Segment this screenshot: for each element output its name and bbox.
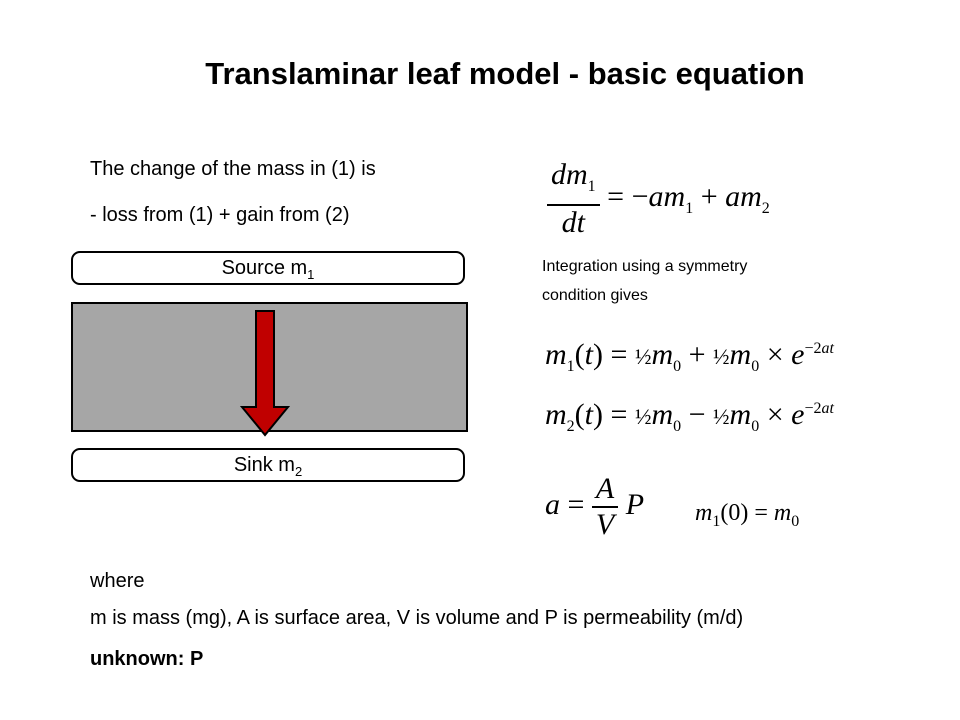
- sink-subscript: 2: [294, 464, 303, 479]
- integration-note-line-2: condition gives: [542, 287, 648, 304]
- intro-line-2: - loss from (1) + gain from (2): [90, 204, 350, 226]
- page-title: Translaminar leaf model - basic equation: [205, 56, 805, 91]
- intro-line-1: The change of the mass in (1) is: [90, 158, 376, 180]
- solution-equation-m2: m2(t) = ½m0 − ½m0 × e−2at: [545, 398, 834, 435]
- source-subscript: 1: [307, 267, 315, 282]
- definitions-text: m is mass (mg), A is surface area, V is …: [90, 607, 744, 629]
- down-arrow-icon: [240, 310, 290, 437]
- solution-equation-m1: m1(t) = ½m0 + ½m0 × e−2at: [545, 338, 834, 375]
- integration-note-line-1: Integration using a symmetry: [542, 258, 748, 275]
- sink-label: Sink m: [233, 454, 295, 476]
- initial-condition-equation: m1(0) = m0: [695, 500, 800, 530]
- unknown-text: unknown: P: [90, 648, 204, 670]
- sink-box: Sink m2: [71, 448, 465, 482]
- source-box: Source m1: [71, 251, 465, 285]
- source-label: Source m: [221, 257, 308, 279]
- where-label: where: [90, 570, 145, 592]
